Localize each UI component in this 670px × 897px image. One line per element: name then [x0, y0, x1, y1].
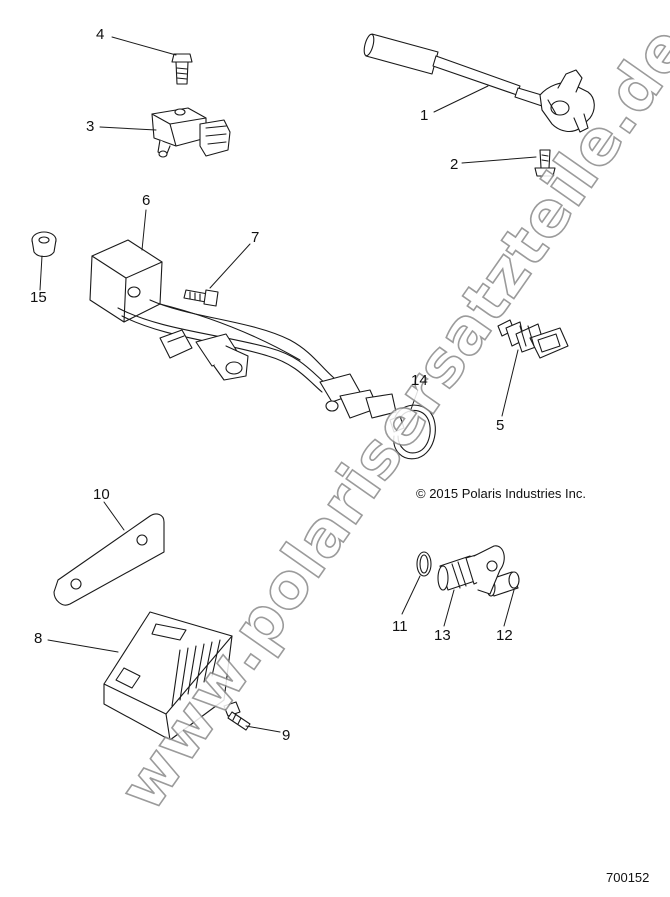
leader-1	[433, 85, 489, 113]
document-number: 700152	[606, 870, 650, 885]
part-8-voltage-regulator	[104, 612, 232, 740]
callout-5: 5	[496, 417, 505, 434]
callout-10: 10	[93, 486, 110, 503]
leader-3	[99, 126, 157, 131]
leader-14	[409, 389, 419, 413]
leader-9	[245, 725, 281, 733]
part-14-clamp	[390, 405, 435, 459]
part-1-probe-sensor	[362, 33, 594, 132]
leader-8	[47, 639, 119, 653]
part-4-bolt	[172, 54, 192, 84]
part-3-map-sensor	[152, 108, 230, 157]
callout-12: 12	[496, 627, 513, 644]
leader-2	[461, 156, 537, 164]
leader-13	[443, 589, 455, 627]
copyright-notice: © 2015 Polaris Industries Inc.	[416, 486, 586, 501]
part-13-speed-sensor	[438, 546, 504, 594]
callout-15: 15	[30, 289, 47, 306]
callout-14: 14	[411, 372, 428, 389]
leader-6	[141, 209, 147, 251]
leader-12	[503, 589, 515, 627]
callout-3: 3	[86, 118, 95, 135]
leader-7	[209, 243, 251, 289]
part-7-bolt	[184, 290, 218, 306]
part-15-nut	[32, 232, 56, 257]
callout-7: 7	[251, 229, 260, 246]
part-5-temperature-sensor	[498, 320, 568, 358]
callout-8: 8	[34, 630, 43, 647]
callout-1: 1	[420, 107, 429, 124]
callout-2: 2	[450, 156, 459, 173]
part-10-gasket-pad	[54, 514, 164, 605]
part-9-bolt	[224, 702, 250, 730]
part-11-o-ring	[417, 552, 431, 576]
callout-6: 6	[142, 192, 151, 209]
callout-11: 11	[392, 618, 408, 635]
callout-13: 13	[434, 627, 451, 644]
leader-5	[501, 349, 519, 417]
leader-11	[401, 575, 421, 615]
leader-4	[111, 36, 177, 56]
part-6-module-harness	[90, 240, 396, 418]
leader-lines	[39, 36, 537, 733]
leader-15	[39, 255, 43, 291]
callout-4: 4	[96, 26, 105, 43]
leader-10	[103, 501, 125, 531]
part-2-screw	[535, 150, 555, 176]
callout-9: 9	[282, 727, 291, 744]
